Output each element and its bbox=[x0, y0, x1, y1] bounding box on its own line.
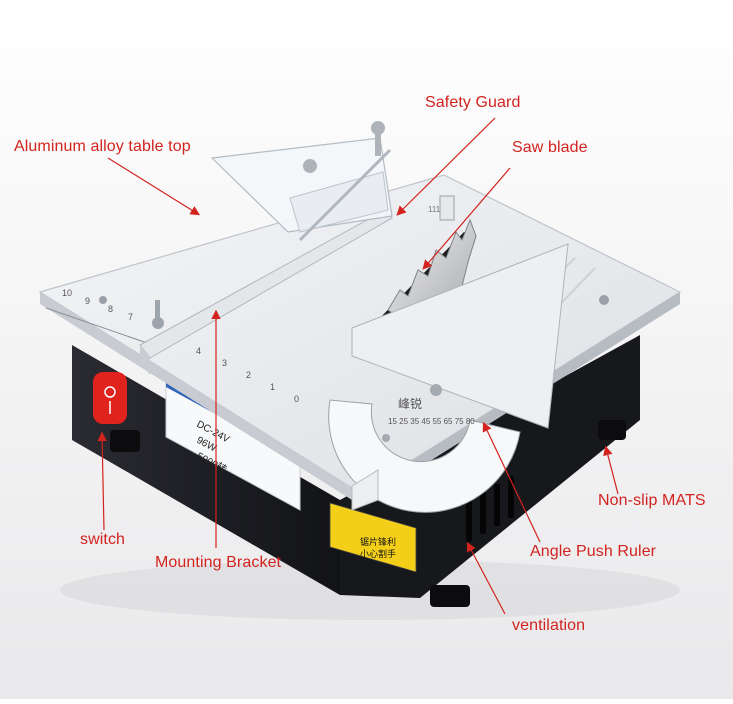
arrow-safety-guard bbox=[396, 117, 496, 216]
svg-text:2: 2 bbox=[246, 370, 251, 380]
label-non-slip: Non-slip MATS bbox=[598, 492, 706, 509]
warning-sticker: 锯片锋利 小心割手 bbox=[329, 502, 417, 573]
label-table-top: Aluminum alloy table top bbox=[14, 138, 191, 155]
foot bbox=[598, 420, 626, 440]
edge-ruler: 10 9 8 7 4 3 2 1 0 bbox=[45, 288, 299, 404]
svg-text:锯片锋利: 锯片锋利 bbox=[360, 536, 396, 547]
foot bbox=[430, 585, 470, 607]
ventilation-slots bbox=[466, 476, 514, 542]
svg-text:1: 1 bbox=[270, 382, 275, 392]
angle-push-ruler: 15 25 35 45 55 65 75 80 峰锐 bbox=[328, 243, 569, 513]
arrow-non-slip bbox=[603, 445, 619, 495]
arrow-angle-ruler bbox=[482, 421, 541, 543]
arrow-ventilation bbox=[466, 541, 506, 615]
svg-text:15 25 35 45 55 65 75 80: 15 25 35 45 55 65 75 80 bbox=[388, 417, 475, 426]
svg-text:10: 10 bbox=[62, 288, 72, 298]
svg-text:峰锐: 峰锐 bbox=[398, 397, 422, 411]
label-safety-guard: Safety Guard bbox=[425, 94, 521, 111]
callout-arrows bbox=[97, 117, 619, 615]
arrow-table-top bbox=[107, 157, 201, 216]
power-switch[interactable] bbox=[93, 372, 127, 424]
svg-text:3: 3 bbox=[222, 358, 227, 368]
label-saw-blade: Saw blade bbox=[512, 139, 588, 156]
mounting-bracket bbox=[139, 209, 393, 375]
label-mounting-bracket: Mounting Bracket bbox=[155, 554, 282, 571]
svg-text:7: 7 bbox=[128, 312, 133, 322]
arrow-saw-blade bbox=[422, 167, 511, 270]
svg-text:4: 4 bbox=[196, 346, 201, 356]
label-angle-ruler: Angle Push Ruler bbox=[530, 543, 657, 560]
label-switch: switch bbox=[80, 531, 126, 548]
svg-text:小心割手: 小心割手 bbox=[360, 548, 396, 559]
foot bbox=[110, 430, 140, 452]
svg-text:8: 8 bbox=[108, 304, 113, 314]
svg-text:0: 0 bbox=[294, 394, 299, 404]
svg-text:111: 111 bbox=[428, 205, 441, 214]
svg-text:9: 9 bbox=[85, 296, 90, 306]
label-ventilation: ventilation bbox=[512, 617, 586, 634]
arrow-switch bbox=[97, 431, 107, 531]
safety-guard: 111 bbox=[210, 121, 455, 242]
